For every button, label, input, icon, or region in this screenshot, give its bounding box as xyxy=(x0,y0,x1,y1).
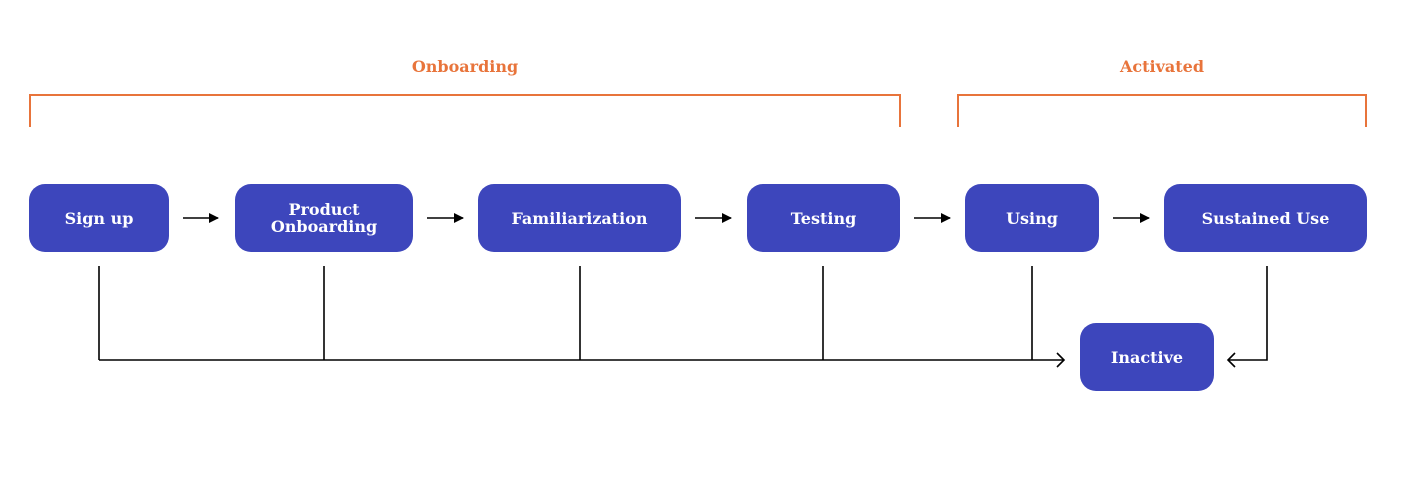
node-product-onboarding-label: Product Onboarding xyxy=(270,200,378,236)
node-sign-up-label: Sign up xyxy=(64,208,134,228)
activated-group-label: Activated xyxy=(1119,57,1205,76)
node-inactive: Inactive xyxy=(1080,323,1214,391)
node-sign-up: Sign up xyxy=(29,184,169,252)
node-testing: Testing xyxy=(747,184,900,252)
return-line-sustained-use xyxy=(1228,266,1268,361)
node-familiarization: Familiarization xyxy=(478,184,681,252)
node-sustained-use: Sustained Use xyxy=(1164,184,1367,252)
node-testing-label: Testing xyxy=(790,208,857,228)
onboarding-bracket xyxy=(29,94,901,127)
onboarding-group-label: Onboarding xyxy=(411,57,519,76)
return-arrowhead-open xyxy=(1226,352,1236,368)
bus-arrowhead-open xyxy=(1056,352,1066,368)
node-inactive-label: Inactive xyxy=(1110,347,1184,367)
node-sustained-use-label: Sustained Use xyxy=(1201,208,1330,228)
node-familiarization-label: Familiarization xyxy=(511,208,648,228)
node-product-onboarding: Product Onboarding xyxy=(235,184,413,252)
activated-bracket xyxy=(957,94,1367,127)
node-using-label: Using xyxy=(1006,208,1058,228)
node-using: Using xyxy=(965,184,1099,252)
